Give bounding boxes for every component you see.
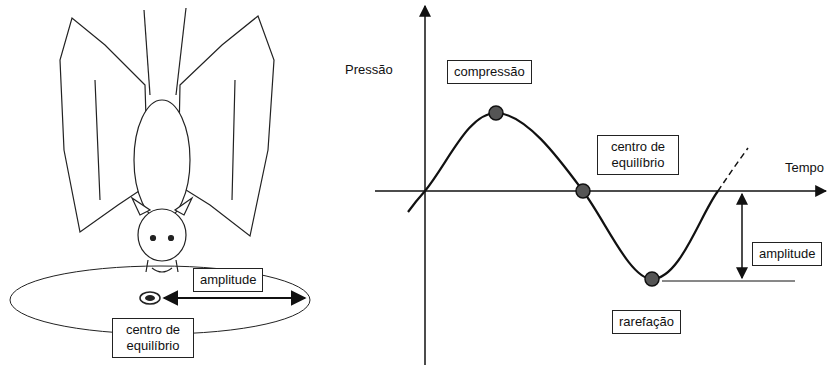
pressure-axis (424, 6, 426, 365)
center-dot (145, 295, 155, 301)
axis-label: Pressão (343, 62, 395, 78)
trough-level-line (662, 281, 795, 282)
label-box: centro de equilíbrio (112, 318, 194, 358)
box-text: centro de equilíbrio (604, 139, 672, 171)
label-box: amplitude (193, 268, 263, 292)
label-box: rarefação (612, 310, 681, 334)
label-box: centro de equilíbrio (597, 135, 679, 175)
box-text: rarefação (619, 314, 674, 330)
axis-label: Tempo (783, 160, 826, 176)
box-text: centro de equilíbrio (119, 322, 187, 354)
eye (151, 236, 156, 241)
box-text: amplitude (200, 272, 256, 288)
bat-figure (60, 8, 274, 272)
body (134, 100, 190, 220)
center-dot (140, 292, 160, 304)
pressure-wave (408, 113, 718, 279)
trough-point (645, 272, 659, 286)
equilibrium-point (576, 184, 590, 198)
feet (146, 260, 178, 272)
time-axis (375, 190, 826, 192)
peak-point (489, 106, 503, 120)
right-wing (178, 16, 274, 236)
eye (169, 236, 174, 241)
box-text: compressão (454, 64, 525, 80)
amplitude-arrow (741, 194, 743, 278)
amplitude-arrow (164, 297, 305, 299)
wave-continuation (718, 148, 748, 191)
head (138, 209, 186, 261)
leg (144, 10, 150, 95)
box-text: amplitude (759, 246, 815, 262)
label-box: compressão (447, 60, 532, 84)
label-box: amplitude (752, 242, 822, 266)
